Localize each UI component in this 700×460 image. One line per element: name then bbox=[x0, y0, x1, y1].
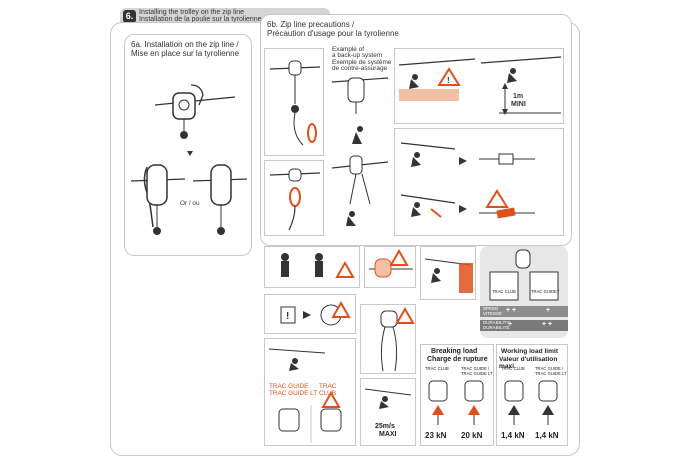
working-col-1: TRAC CLUB bbox=[501, 366, 525, 371]
breaking-title-fr: Charge de rupture bbox=[427, 356, 488, 363]
box-carabiner bbox=[264, 160, 324, 236]
breaking-col-2b: TRAC GUIDE LT bbox=[461, 371, 493, 376]
working-col-2a: TRAC GUIDE / bbox=[535, 366, 564, 371]
backup-illustration bbox=[331, 77, 389, 226]
panel-6b-title-fr: Précaution d'usage pour la tyrolienne bbox=[267, 29, 399, 38]
or-label: Or / ou bbox=[180, 200, 200, 207]
box-hand-pinch bbox=[364, 246, 416, 288]
svg-text:!: ! bbox=[447, 76, 450, 85]
panel-6b-title-en: 6b. Zip line precautions / bbox=[267, 20, 355, 29]
breaking-title-en: Breaking load bbox=[431, 348, 478, 355]
speed-product-1: TRAC CLUB bbox=[492, 289, 516, 294]
durability-row: DURABILITY DURABILITÉ bbox=[480, 320, 568, 331]
working-value-2: 1,4 kN bbox=[535, 431, 559, 440]
comparison-club-label: TRAC CLUB bbox=[319, 383, 337, 398]
min-height-label: MINI bbox=[511, 101, 526, 108]
speed-product-2a: TRAC GUIDE / bbox=[531, 289, 560, 294]
backup-fr-1: Exemple de système bbox=[332, 59, 392, 66]
box-working-load: Working load limit Valeur d'utilisation … bbox=[496, 344, 568, 446]
section-title-en: Installing the trolley on the zip line bbox=[139, 9, 245, 16]
breaking-value-1: 23 kN bbox=[425, 431, 447, 440]
durability-label-fr: DURABILITÉ bbox=[483, 325, 510, 330]
backup-en-2: a back-up system bbox=[332, 52, 383, 59]
breaking-col-2a: TRAC GUIDE / bbox=[461, 366, 490, 371]
breaking-col-1: TRAC CLUB bbox=[425, 366, 449, 371]
box-dynamic-load bbox=[394, 128, 564, 236]
durability-label-en: DURABILITY bbox=[483, 320, 510, 325]
box-obstacle: ! bbox=[264, 294, 356, 334]
box-twisted-rope bbox=[360, 304, 416, 374]
breaking-value-2: 20 kN bbox=[461, 431, 483, 440]
speed-limit-label: MAXI bbox=[379, 431, 397, 438]
min-height-value: 1m bbox=[513, 93, 524, 100]
installation-illustration bbox=[130, 84, 248, 235]
speed-label-fr: VITESSE bbox=[483, 311, 503, 316]
speed-value-1: + + bbox=[506, 307, 517, 314]
box-speed-limit: 25m/s MAXI bbox=[360, 378, 416, 446]
working-value-1: 1,4 kN bbox=[501, 431, 525, 440]
panel-6a-title-en: 6a. Installation on the zip line / bbox=[131, 40, 239, 49]
svg-text:!: ! bbox=[286, 311, 289, 322]
box-check-harness bbox=[264, 246, 360, 288]
speed-row: SPEED VITESSE bbox=[480, 306, 568, 317]
working-title-fr: Valeur d'utilisation maxi bbox=[499, 356, 558, 370]
speed-limit-value: 25m/s bbox=[375, 423, 395, 430]
box-guide-vs-club: TRAC GUIDE TRAC GUIDE LT TRAC CLUB bbox=[264, 338, 356, 446]
durability-value-2: + + bbox=[542, 321, 553, 328]
panel-6a-title-fr: Mise en place sur la tyrolienne bbox=[131, 49, 240, 58]
comparison-guide-label-2: TRAC GUIDE LT bbox=[269, 390, 318, 397]
comparison-guide-label: TRAC GUIDE bbox=[269, 383, 309, 390]
section-title-fr: Installation de la poulie sur la tyrolie… bbox=[139, 16, 262, 23]
backup-en-1: Example of bbox=[332, 46, 364, 53]
box-heat-friction bbox=[420, 246, 476, 300]
box-rope-connection bbox=[264, 48, 324, 156]
backup-fr-2: de contre-assurage bbox=[332, 65, 388, 72]
panel-6a: 6a. Installation on the zip line / Mise … bbox=[124, 34, 252, 256]
durability-value-1: + bbox=[508, 321, 513, 328]
speed-label-en: SPEED bbox=[483, 306, 499, 311]
section-number: 6. bbox=[123, 10, 136, 23]
working-col-2b: TRAC GUIDE LT bbox=[535, 371, 567, 376]
box-breaking-load: Breaking load Charge de rupture TRAC CLU… bbox=[420, 344, 494, 446]
box-min-clearance: ! 1m MINI bbox=[394, 48, 564, 124]
working-title-en: Working load limit bbox=[501, 348, 559, 355]
speed-value-2: + bbox=[546, 307, 551, 314]
speed-durability-panel: TRAC CLUB TRAC GUIDE / SPEED VITESSE + +… bbox=[480, 246, 568, 338]
